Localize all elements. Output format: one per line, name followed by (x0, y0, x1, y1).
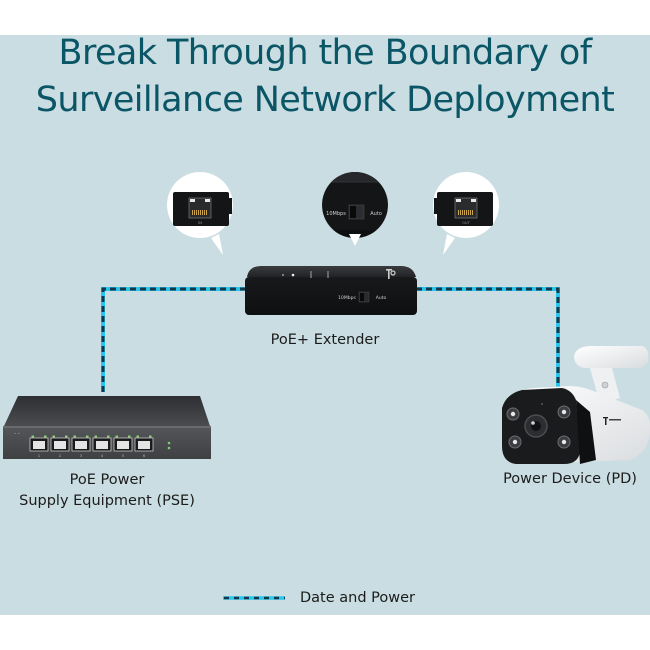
ethernet-port: 1 (29, 435, 49, 458)
power-led-icon (167, 441, 171, 445)
port-led-icon (52, 435, 55, 438)
port-number: 1 (38, 454, 40, 458)
port-led-icon (31, 435, 34, 438)
pse-label-line-1: PoE Power (69, 472, 145, 488)
port-led-icon (94, 435, 97, 438)
title-line-1: Break Through the Boundary of (58, 33, 593, 73)
tp-link-logo-icon: ⁃ ⁃ (14, 432, 20, 437)
slide-switch-icon (358, 291, 370, 303)
bullet-camera-device (502, 346, 650, 464)
tp-link-logo-icon (603, 417, 621, 425)
ethernet-port: 2 (50, 435, 70, 458)
ethernet-port: 5 (113, 435, 133, 458)
poe-extender-device: 10Mbps Auto (245, 266, 417, 315)
dashed-line-icon (223, 596, 285, 600)
switch-right-label: Auto (376, 295, 387, 301)
port-led-icon (128, 435, 131, 438)
port-led-icon (86, 435, 89, 438)
tp-link-logo-icon (386, 269, 396, 279)
title-line-2: Surveillance Network Deployment (35, 80, 615, 120)
port-number: 2 (59, 454, 61, 458)
port-led-icon (65, 435, 68, 438)
label-marking (310, 271, 312, 278)
pse-label-line-2: Supply Equipment (PSE) (19, 493, 195, 509)
label-marking (327, 271, 329, 278)
wire-extender-to-pd (416, 287, 560, 392)
port-led-icon (115, 435, 118, 438)
diagram-background (0, 35, 650, 615)
port-number: 6 (143, 454, 145, 458)
speed-switch-callout: 10Mbps Auto (322, 172, 388, 238)
port-label: IN (198, 221, 202, 225)
pd-label: Power Device (PD) (503, 471, 637, 487)
port-led-icon (73, 435, 76, 438)
wire-pse-to-extender (101, 287, 245, 392)
speed-callout-tail (349, 234, 361, 246)
port-label: OUT (462, 221, 470, 225)
port-number: 4 (101, 454, 104, 458)
ethernet-port: 3 (71, 435, 91, 458)
ethernet-port-icon: OUT (434, 192, 493, 226)
switch-left-label: 10Mbps (326, 211, 346, 217)
output-port-callout: OUT (433, 172, 499, 255)
port-led-icon (44, 435, 47, 438)
poe-switch-device: ⁃ ⁃ 1 2 3 4 5 6 (3, 396, 211, 459)
led-indicator-icon (291, 273, 295, 277)
switch-left-label: 10Mbps (338, 295, 356, 301)
ethernet-port: 6 (134, 435, 154, 458)
port-number: 3 (80, 454, 82, 458)
ethernet-ports: 1 2 3 4 5 6 (29, 435, 154, 458)
port-led-icon (136, 435, 139, 438)
slide-switch-icon (348, 204, 365, 220)
ethernet-port: 4 (92, 435, 112, 458)
poe-max-led-icon (167, 446, 171, 450)
input-port-callout: IN (167, 172, 233, 255)
port-led-icon (149, 435, 152, 438)
legend-label: Date and Power (300, 590, 415, 606)
port-led-icon (107, 435, 110, 438)
extender-label: PoE+ Extender (270, 332, 380, 348)
ethernet-port-icon: IN (173, 192, 232, 226)
switch-right-label: Auto (370, 211, 382, 217)
port-number: 5 (122, 454, 124, 458)
led-indicator-icon (282, 274, 284, 276)
